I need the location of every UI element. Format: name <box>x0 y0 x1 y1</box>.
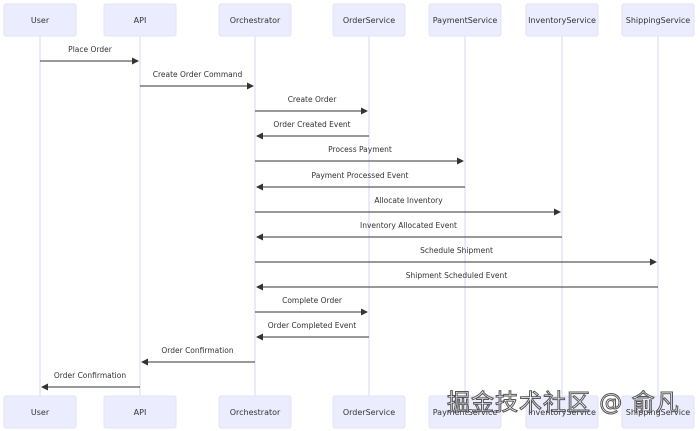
participant-shipping-bottom[interactable]: ShippingService <box>621 395 695 429</box>
participant-label: InventoryService <box>528 16 596 25</box>
arrowhead-icon <box>554 208 561 216</box>
message-label: Create Order Command <box>153 70 243 79</box>
participant-label: User <box>31 408 50 417</box>
message-2: Create Order Command <box>140 70 254 90</box>
participant-orch-bottom[interactable]: Orchestrator <box>218 395 292 429</box>
participant-order-bottom[interactable]: OrderService <box>332 395 406 429</box>
participant-box <box>428 395 502 429</box>
message-label: Shipment Scheduled Event <box>406 271 508 280</box>
participant-inventory-bottom[interactable]: InventoryService <box>525 395 599 429</box>
arrowhead-icon <box>247 82 254 90</box>
participant-label: Orchestrator <box>230 16 281 25</box>
participant-box <box>428 3 502 37</box>
arrowhead-icon <box>361 308 368 316</box>
participant-order-top[interactable]: OrderService <box>332 3 406 37</box>
arrowhead-icon <box>256 183 263 191</box>
message-label: Order Confirmation <box>54 371 126 380</box>
participant-label: ShippingService <box>626 16 691 25</box>
message-label: Order Completed Event <box>268 321 357 330</box>
arrowhead-icon <box>256 233 263 241</box>
message-11: Complete Order <box>255 296 368 316</box>
participant-shipping-top[interactable]: ShippingService <box>621 3 695 37</box>
participant-inventory-top[interactable]: InventoryService <box>525 3 599 37</box>
arrowhead-icon <box>132 57 139 65</box>
participant-label: PaymentService <box>433 408 498 417</box>
participant-label: PaymentService <box>433 16 498 25</box>
message-14: Order Confirmation <box>41 371 140 391</box>
participant-box <box>218 3 292 37</box>
message-label: Order Created Event <box>273 120 350 129</box>
watermark-text: 掘金技术社区 @ 俞凡 <box>447 390 680 417</box>
participant-label: API <box>134 408 147 417</box>
participant-user-top[interactable]: User <box>3 3 77 37</box>
participant-payment-top[interactable]: PaymentService <box>428 3 502 37</box>
participant-api-bottom[interactable]: API <box>103 395 177 429</box>
participant-box <box>103 395 177 429</box>
arrowhead-icon <box>650 258 657 266</box>
participant-api-top[interactable]: API <box>103 3 177 37</box>
message-label: Payment Processed Event <box>312 171 409 180</box>
message-label: Create Order <box>288 95 338 104</box>
participant-label: InventoryService <box>528 408 596 417</box>
arrowhead-icon <box>256 132 263 140</box>
message-label: Complete Order <box>282 296 343 305</box>
message-8: Inventory Allocated Event <box>256 221 562 241</box>
participant-label: OrderService <box>343 16 395 25</box>
participant-label: OrderService <box>343 408 395 417</box>
message-13: Order Confirmation <box>141 346 255 366</box>
message-1: Place Order <box>40 45 139 65</box>
message-label: Inventory Allocated Event <box>360 221 457 230</box>
arrowhead-icon <box>256 283 263 291</box>
message-10: Shipment Scheduled Event <box>256 271 658 291</box>
arrowhead-icon <box>256 333 263 341</box>
message-label: Process Payment <box>328 145 392 154</box>
message-7: Allocate Inventory <box>255 196 561 216</box>
message-9: Schedule Shipment <box>255 246 657 266</box>
participant-payment-bottom[interactable]: PaymentService <box>428 395 502 429</box>
participant-box <box>103 3 177 37</box>
participant-box <box>3 3 77 37</box>
message-12: Order Completed Event <box>256 321 369 341</box>
participant-box <box>525 395 599 429</box>
participant-user-bottom[interactable]: User <box>3 395 77 429</box>
participant-box <box>332 3 406 37</box>
message-label: Allocate Inventory <box>374 196 443 205</box>
message-6: Payment Processed Event <box>256 171 465 191</box>
participant-box <box>621 395 695 429</box>
message-3: Create Order <box>255 95 368 115</box>
participant-orch-top[interactable]: Orchestrator <box>218 3 292 37</box>
participant-box <box>3 395 77 429</box>
participant-label: ShippingService <box>626 408 691 417</box>
arrowhead-icon <box>41 383 48 391</box>
participant-box <box>218 395 292 429</box>
message-label: Schedule Shipment <box>420 246 493 255</box>
arrowhead-icon <box>141 358 148 366</box>
participant-label: API <box>134 16 147 25</box>
message-label: Place Order <box>68 45 113 54</box>
message-5: Process Payment <box>255 145 464 165</box>
participant-box <box>525 3 599 37</box>
participant-box <box>332 395 406 429</box>
participant-label: Orchestrator <box>230 408 281 417</box>
participant-box <box>621 3 695 37</box>
arrowhead-icon <box>457 157 464 165</box>
message-label: Order Confirmation <box>161 346 233 355</box>
message-4: Order Created Event <box>256 120 369 140</box>
participant-label: User <box>31 16 50 25</box>
arrowhead-icon <box>361 107 368 115</box>
